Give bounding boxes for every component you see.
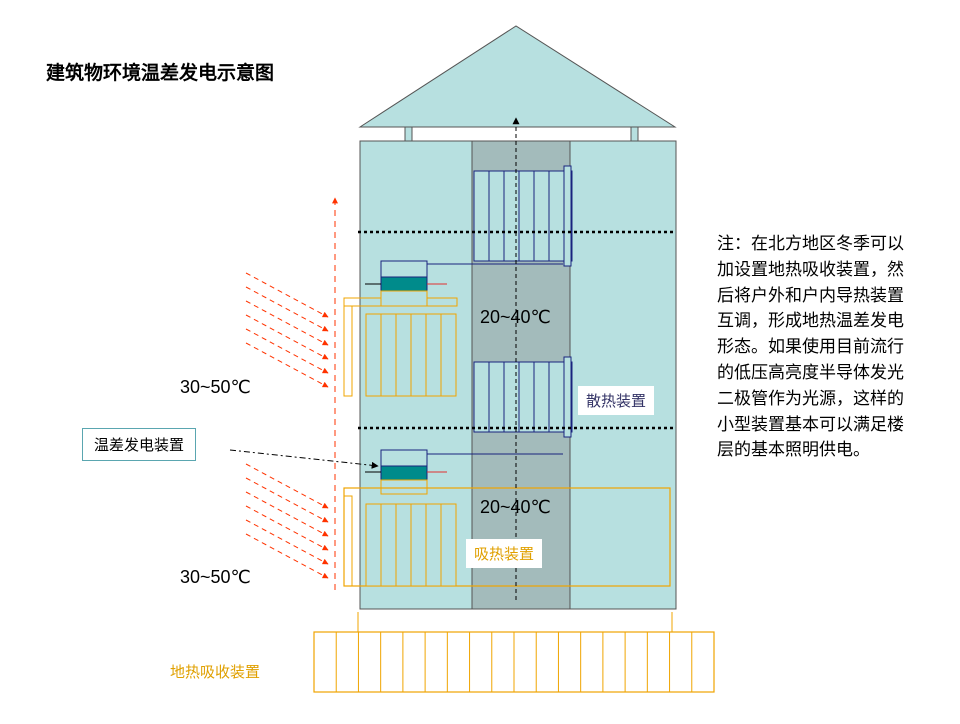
solar-ray <box>245 286 329 332</box>
solar-ray <box>245 463 329 509</box>
solar-ray <box>245 314 329 360</box>
solar-ray <box>245 272 329 318</box>
solar-radiation-arrows-lower <box>245 463 329 579</box>
geothermal-absorption-label: 地热吸收装置 <box>170 663 261 681</box>
heat-absorption-label: 吸热装置 <box>466 539 543 568</box>
solar-ray <box>245 533 329 579</box>
outer-temp-label-upper: 30~50℃ <box>180 377 251 397</box>
solar-ray <box>245 477 329 523</box>
inner-temp-label-upper: 20~40℃ <box>480 307 551 327</box>
solar-ray <box>245 491 329 537</box>
heat-dissipation-label: 散热装置 <box>578 386 655 415</box>
diagram-title: 建筑物环境温差发电示意图 <box>46 62 275 84</box>
explanatory-note: 注：在北方地区冬季可以加设置地热吸收装置，然后将户外和户内导热装置互调，形成地热… <box>717 234 904 461</box>
upper-absorber <box>343 305 457 397</box>
generator-label: 温差发电装置 <box>82 428 197 461</box>
solar-ray <box>245 519 329 565</box>
solar-ray <box>245 505 329 551</box>
lower-radiator <box>473 356 573 438</box>
upper-radiator <box>473 165 573 267</box>
lower-absorber <box>343 487 671 587</box>
inner-temp-label-lower: 20~40℃ <box>480 497 551 517</box>
upper-generator <box>343 260 563 307</box>
solar-ray <box>245 300 329 346</box>
generator-pointer <box>229 449 379 469</box>
roof-post-right <box>630 126 639 142</box>
roof <box>358 25 677 128</box>
solar-radiation-arrows-upper <box>245 272 329 388</box>
solar-ray <box>245 342 329 388</box>
geothermal-absorber <box>313 631 715 693</box>
roof-post-left <box>404 126 413 142</box>
solar-ray <box>245 328 329 374</box>
lower-generator <box>365 449 563 495</box>
outer-temp-label-lower: 30~50℃ <box>180 567 251 587</box>
